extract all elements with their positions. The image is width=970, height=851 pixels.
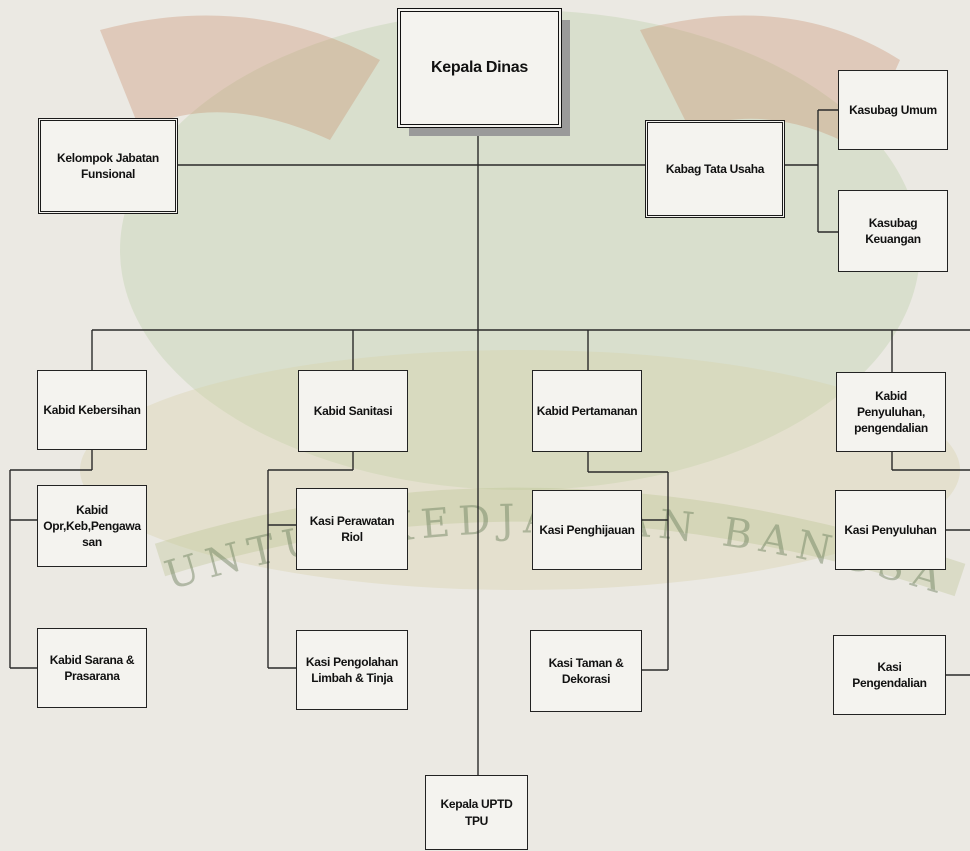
node-kasi-pengolahan-limbah: Kasi Pengolahan Limbah & Tinja [296,630,408,710]
node-kabid-opr: Kabid Opr,Keb,Pengawa san [37,485,147,567]
node-kabid-kebersihan: Kabid Kebersihan [37,370,147,450]
node-kasi-penyuluhan: Kasi Penyuluhan [835,490,946,570]
node-kasi-perawatan-riol: Kasi Perawatan Riol [296,488,408,570]
node-kasi-pengendalian: Kasi Pengendalian [833,635,946,715]
node-kabid-sanitasi: Kabid Sanitasi [298,370,408,452]
node-kepala-uptd-tpu: Kepala UPTD TPU [425,775,528,850]
node-kabag-tata-usaha: Kabag Tata Usaha [645,120,785,218]
node-kepala-dinas: Kepala Dinas [397,8,562,128]
node-kelompok-jabatan-fungsional: Kelompok Jabatan Funsional [38,118,178,214]
node-kasubag-keuangan: Kasubag Keuangan [838,190,948,272]
node-kabid-sarana-prasarana: Kabid Sarana & Prasarana [37,628,147,708]
node-kasi-penghijauan: Kasi Penghijauan [532,490,642,570]
node-kabid-pertamanan: Kabid Pertamanan [532,370,642,452]
node-kasubag-umum: Kasubag Umum [838,70,948,150]
node-kasi-taman-dekorasi: Kasi Taman & Dekorasi [530,630,642,712]
node-kabid-penyuluhan: Kabid Penyuluhan, pengendalian [836,372,946,452]
